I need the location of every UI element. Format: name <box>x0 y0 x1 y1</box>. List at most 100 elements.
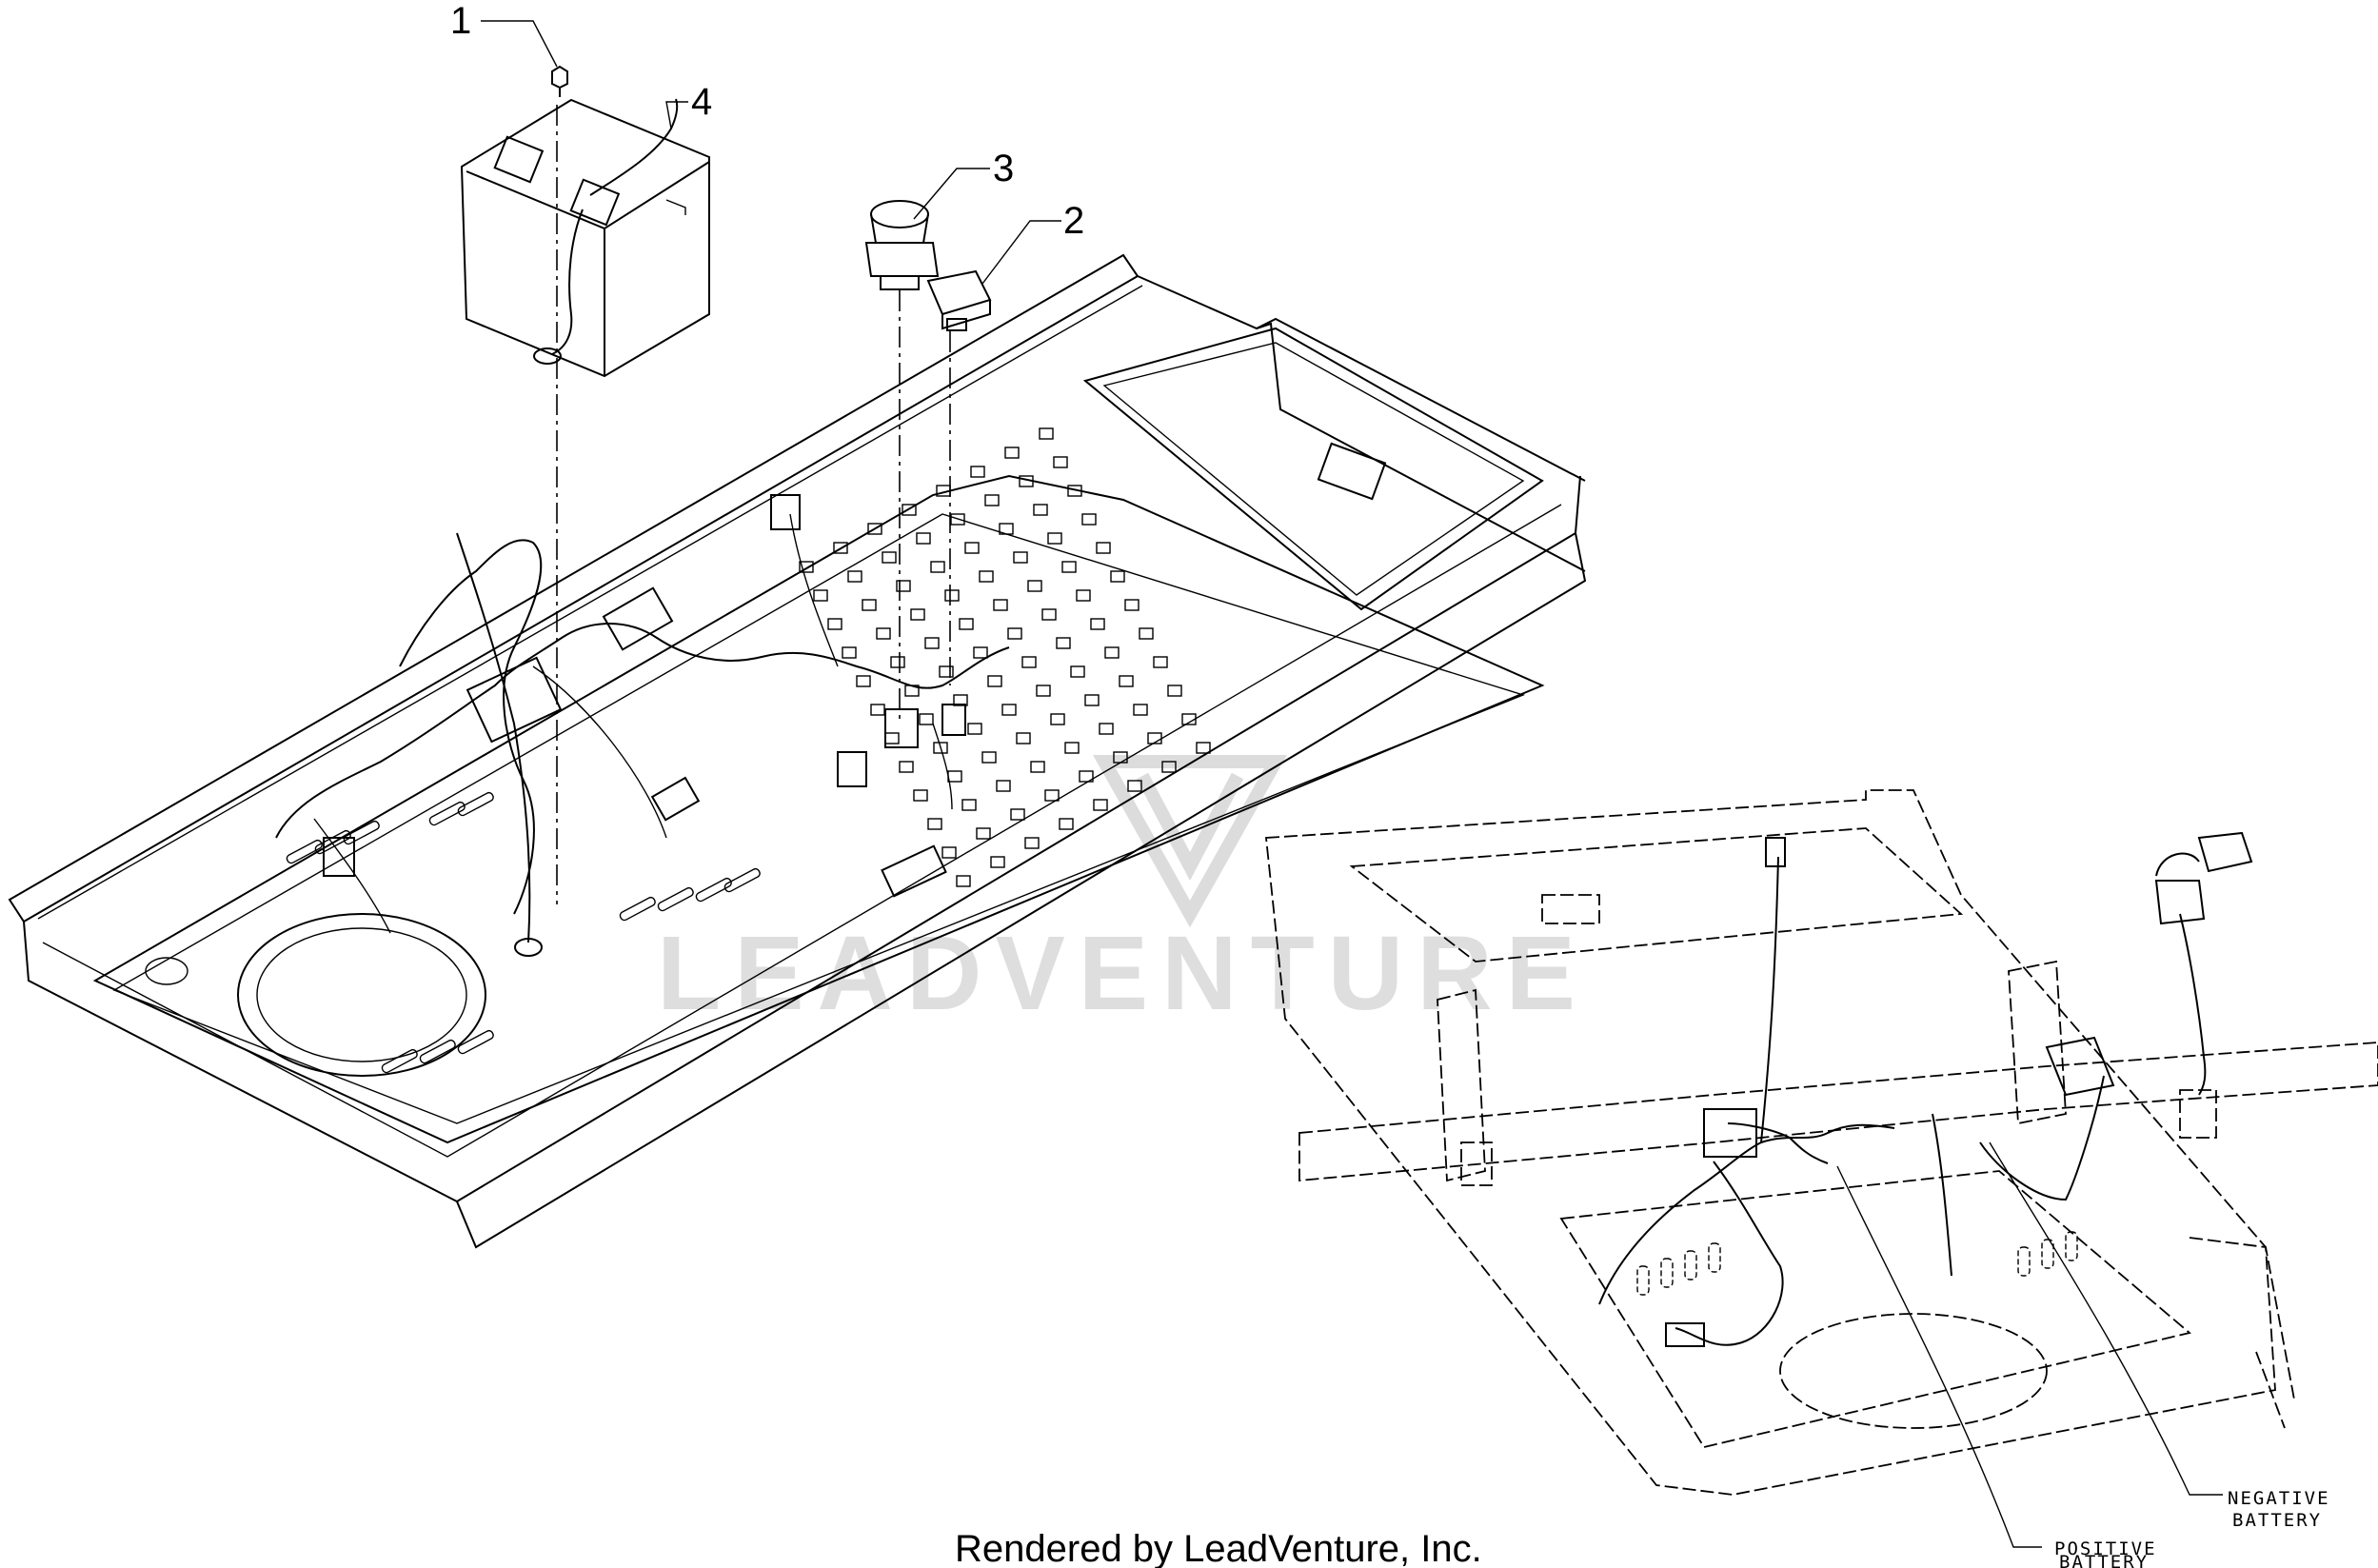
deck-plate-inner <box>112 513 1526 1124</box>
detail-labels: NEGATIVE BATTERY POSITIVE BATTERY <box>2054 1488 2330 1568</box>
callout-4: 4 <box>691 81 712 123</box>
leader-3 <box>913 168 990 220</box>
detail-upright-left <box>1437 988 1486 1182</box>
mesh-hole <box>950 513 965 526</box>
mesh-hole <box>899 761 914 773</box>
mesh-hole <box>1056 637 1071 649</box>
mesh-hole <box>1113 751 1128 764</box>
mesh-hole <box>867 523 882 535</box>
label-positive-line2: BATTERY <box>2059 1552 2149 1568</box>
frame-left-rail-lower <box>23 475 1581 1203</box>
mesh-hole <box>1041 608 1057 621</box>
leader-4 <box>665 101 688 129</box>
mesh-hole <box>1053 456 1068 468</box>
detail-frame-outer <box>1265 789 2276 1496</box>
mesh-hole <box>847 570 862 583</box>
mesh-hole <box>979 570 994 583</box>
ignition-switch-knob <box>870 200 929 228</box>
leader-positive-battery <box>1836 1165 2042 1548</box>
mesh-hole <box>1153 656 1168 668</box>
harness-connector-a <box>602 586 674 651</box>
mesh-hole <box>1039 427 1054 440</box>
detail-harness-up <box>1760 856 1779 1143</box>
mesh-hole <box>1019 475 1034 487</box>
detail-harness-branch <box>1675 1161 1784 1346</box>
mesh-hole <box>1027 580 1042 592</box>
mesh-hole <box>882 551 897 564</box>
deck-slot <box>657 886 694 912</box>
mesh-hole <box>999 523 1014 535</box>
mesh-hole <box>933 742 948 754</box>
mesh-hole <box>941 846 957 859</box>
frame-inner-edge <box>37 285 1562 1158</box>
mesh-hole <box>924 637 940 649</box>
harness-connector-b <box>650 776 701 822</box>
mesh-hole <box>1133 704 1148 716</box>
mesh-hole <box>1067 485 1082 497</box>
detail-positive-cable <box>1727 1122 1829 1164</box>
mesh-hole <box>939 665 954 678</box>
detail-battery-tray <box>2045 1036 2115 1097</box>
mesh-hole <box>827 618 842 630</box>
detail-connector-a <box>1765 837 1786 867</box>
relay-body <box>926 269 992 316</box>
harness-connector-c <box>770 494 801 530</box>
wiring-harness-secondary <box>313 513 953 934</box>
battery-top-edge <box>466 161 710 376</box>
watermark: LEADVENTURE <box>657 755 1575 1032</box>
mesh-hole <box>896 580 911 592</box>
pump-cutout <box>237 913 486 1077</box>
mesh-hole <box>1127 780 1142 792</box>
mesh-hole <box>913 789 928 802</box>
footer-credit: Rendered by LeadVenture, Inc. <box>955 1528 1482 1568</box>
mesh-hole <box>1196 742 1211 754</box>
mesh-hole <box>993 599 1008 611</box>
detail-deck-slot <box>2017 1246 2031 1277</box>
harness-connector-e <box>884 708 919 748</box>
deck-slot <box>286 839 323 864</box>
footrest-slot <box>1317 442 1387 501</box>
battery-cable-eyelet <box>533 347 562 365</box>
detail-harness <box>1598 1123 1895 1305</box>
mesh-hole <box>1016 732 1031 744</box>
label-negative-line1: NEGATIVE <box>2228 1488 2330 1509</box>
detail-ground-lead <box>1932 1113 1952 1277</box>
mesh-hole <box>1110 570 1125 583</box>
mesh-hole <box>1084 694 1100 706</box>
relay-assembly <box>926 269 992 331</box>
mesh-hole <box>1096 542 1111 554</box>
mesh-hole <box>1119 675 1134 687</box>
battery-bolt <box>551 65 568 97</box>
leader-2 <box>981 220 1061 285</box>
detail-connector-b <box>1665 1322 1705 1347</box>
callout-2: 2 <box>1063 200 1084 242</box>
battery-vent <box>665 199 686 215</box>
mesh-hole <box>1064 742 1080 754</box>
mesh-hole <box>1093 799 1108 811</box>
battery-assembly <box>460 65 710 378</box>
deck-plate <box>92 474 1545 1144</box>
callouts: 1 2 3 4 <box>450 0 1084 242</box>
harness-connector-g <box>881 844 947 898</box>
mesh-hole <box>1050 713 1065 725</box>
mesh-hole <box>967 723 982 735</box>
mesh-hole <box>1147 732 1162 744</box>
mesh-hole <box>916 532 931 545</box>
detail-frame-top-plate <box>1349 827 1964 963</box>
wiring-harness <box>275 623 1010 839</box>
detail-solenoid <box>1703 1108 1757 1158</box>
mesh-hole <box>959 618 974 630</box>
battery-terminal-negative <box>493 135 545 184</box>
mesh-hole <box>833 542 848 554</box>
mesh-hole <box>930 561 945 573</box>
detail-deck-slot <box>2065 1231 2078 1261</box>
pump-cutout-ring <box>145 957 188 985</box>
detail-pump-cutout <box>1779 1313 2048 1429</box>
mesh-hole <box>927 818 942 830</box>
mesh-hole <box>987 675 1002 687</box>
starter-solenoid <box>466 656 563 744</box>
detail-deck-slot <box>1660 1258 1674 1288</box>
mesh-hole <box>973 646 988 659</box>
deck-slot <box>343 820 380 845</box>
deck-slot <box>419 1039 456 1064</box>
